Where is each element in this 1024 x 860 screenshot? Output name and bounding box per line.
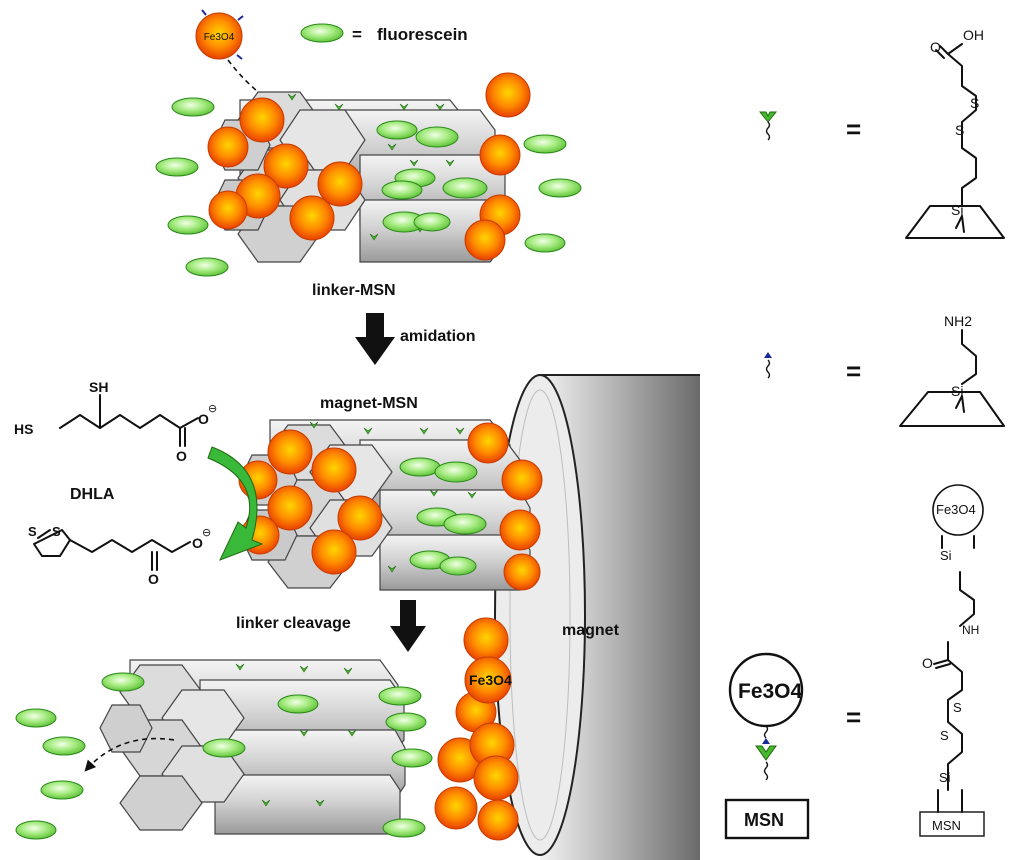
magnet-msn-particle [238,419,543,591]
key-amine-structure: NH2 Si [899,313,1005,427]
key-amine-nh2: NH2 [944,313,972,329]
dhla-label: DHLA [70,486,115,503]
key-linker-si: Si [951,202,963,218]
dhla-o-label: O [176,448,187,464]
dhla-sh-label: SH [89,379,108,395]
magnet-body [494,374,700,860]
key-linker-o: O [930,39,941,55]
linker-cleavage-label: linker cleavage [236,615,351,632]
lipoic-s2-label: S [52,524,61,539]
amidation-label: amidation [400,328,476,345]
key-amine-si: Si [951,383,963,399]
amidation-arrow [355,313,395,365]
legend-fluorescein-label: fluorescein [377,25,468,44]
linker-msn-particle [155,72,582,277]
key-linker-equals: = [846,114,861,144]
key-amine-symbol [764,352,772,379]
lipoic-charge: ⊖ [202,527,211,539]
release-dashed-arrow [84,737,175,772]
key-struct-si-bottom: Si [939,770,951,785]
lipoic-s1-label: S [28,524,37,539]
lipoic-acid-structure: S S O O ⊖ [28,524,211,587]
legend-equals: = [352,25,362,44]
key-conjugate-fe3o4: Fe3O4 [738,680,803,703]
magnet-fe3o4-label: Fe3O4 [469,672,512,688]
key-struct-s1: S [953,700,962,715]
key-conjugate-symbol [724,652,810,840]
key-linker-oh: OH [963,27,984,43]
key-linker-structure: O OH S S Si [905,27,1005,239]
legend-fluorescein-icon [300,23,344,43]
cleaved-msn-particle [99,659,406,835]
lipoic-o-label: O [148,571,159,587]
legend-fe3o4-particle: Fe3O4 [195,9,244,60]
dhla-oxygen-minus: O [198,411,209,427]
linker-msn-label: linker-MSN [312,282,396,299]
dhla-charge: ⊖ [208,403,217,415]
key-conjugate-msn: MSN [744,810,784,830]
released-fluorescein [15,672,433,840]
cleavage-arrow [390,600,426,652]
key-linker-s1: S [970,95,979,111]
key-struct-nh: NH [962,623,979,637]
key-struct-si-top: Si [940,548,952,563]
lipoic-oxygen-minus: O [192,535,203,551]
dhla-hs-label: HS [14,421,33,437]
key-struct-msn: MSN [932,818,961,833]
magnet-msn-label: magnet-MSN [320,395,418,412]
key-conjugate-equals: = [846,702,861,732]
key-linker-symbol [758,111,778,141]
magnet-label: magnet [562,622,620,639]
key-linker-s2: S [955,122,964,138]
key-amine-equals: = [846,356,861,386]
dhla-structure: SH HS O O ⊖ [14,379,217,464]
release-green-arrow [207,446,264,561]
key-struct-o: O [922,655,933,671]
key-conjugate-structure: Fe3O4 Si NH O S S Si MSN [919,484,985,837]
legend-fe3o4-label: Fe3O4 [204,32,235,43]
fe3o4-on-magnet [434,617,519,841]
key-struct-s2: S [940,728,949,743]
key-struct-fe3o4: Fe3O4 [936,502,976,517]
